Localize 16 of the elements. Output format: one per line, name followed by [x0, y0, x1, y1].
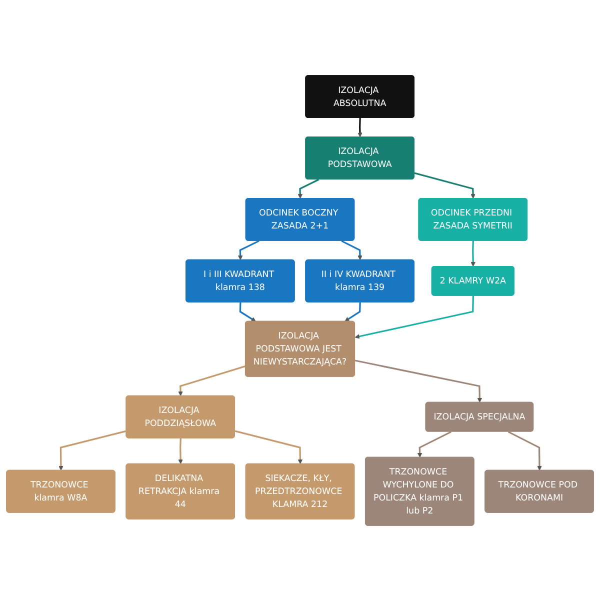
arrow	[234, 430, 303, 464]
arrow	[178, 364, 246, 396]
arrow	[298, 178, 320, 198]
arrow	[354, 295, 474, 338]
arrow	[414, 172, 476, 198]
arrow	[238, 240, 260, 260]
arrow	[344, 302, 361, 322]
arrow	[417, 430, 452, 458]
arrow	[508, 430, 542, 470]
arrow	[58, 430, 126, 470]
arrow	[341, 240, 362, 260]
arrow	[354, 359, 482, 402]
arrow	[470, 240, 476, 266]
arrow	[178, 438, 183, 464]
arrow	[239, 302, 256, 322]
arrow	[358, 118, 362, 137]
